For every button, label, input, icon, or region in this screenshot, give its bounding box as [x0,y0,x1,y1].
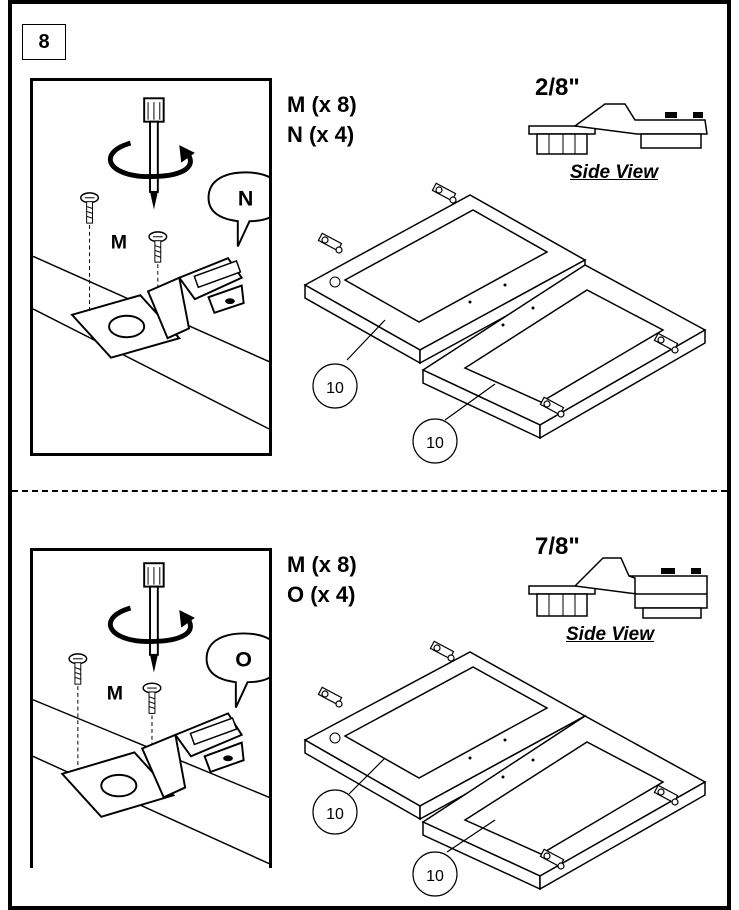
part-callout-number: 10 [426,435,444,452]
hinge-icon [653,332,679,354]
screw-icon [68,653,88,685]
part-callout-number: 10 [426,868,444,885]
step-number: 8 [22,24,66,60]
quantity-line-m: M (x 8) [287,92,357,117]
screwdriver-icon [143,562,165,673]
quantity-list-bottom: M (x 8) O (x 4) [287,550,357,610]
rotation-arrow-icon [108,605,193,644]
hinge-detail-inset-bottom: O M [30,548,272,868]
quantity-list-top: M (x 8) N (x 4) [287,90,357,150]
bottom-rule [8,906,731,910]
screw-icon [148,231,168,263]
section-divider [12,490,727,492]
cabinet-doors-illustration-top: 10 10 [303,182,707,464]
part-callout-circle [312,789,358,835]
screw-icon [80,192,100,224]
screw-letter: M [107,683,123,705]
hinge-install-illustration-top: N M [33,97,269,430]
side-view-label-top: Side View [570,162,658,183]
hinge-icon [317,232,343,254]
hinge-icon [317,686,343,708]
dimension-label-bottom: 7/8" [535,533,580,560]
part-callout-number: 10 [326,806,344,823]
part-callout-circle [412,418,458,464]
screw-icon [142,682,162,714]
callout-bubble [205,632,269,708]
hinge-icon [70,257,245,359]
hinge-letter: O [235,648,252,672]
cabinet-doors-illustration-bottom: 10 10 [303,640,707,897]
hinge-icon [653,784,679,806]
part-callout-number: 10 [326,380,344,397]
hinge-icon [539,396,565,418]
side-view-label-bottom: Side View [566,624,654,645]
part-callout-circle [412,851,458,897]
hinge-side-view-top [528,103,708,155]
screwdriver-icon [143,97,165,210]
dimension-label-top: 2/8" [535,74,580,101]
rotation-arrow-icon [108,140,193,179]
hinge-icon [60,712,245,818]
hinge-side-view-bottom [528,557,708,619]
hinge-letter: N [238,187,253,211]
hinge-detail-inset-top: N M [30,78,272,456]
hinge-icon [539,848,565,870]
screw-letter: M [111,231,127,253]
page-frame [8,0,731,910]
hinge-icon [429,640,455,662]
quantity-line-m: M (x 8) [287,552,357,577]
quantity-line-n: N (x 4) [287,122,355,147]
hinge-install-illustration-bottom: O M [33,562,269,865]
hinge-icon [431,182,457,204]
callout-bubble [207,171,269,247]
cabinet-door-1 [303,194,587,365]
quantity-line-o: O (x 4) [287,582,356,607]
part-callout-circle [312,363,358,409]
cabinet-door-2 [421,715,707,891]
